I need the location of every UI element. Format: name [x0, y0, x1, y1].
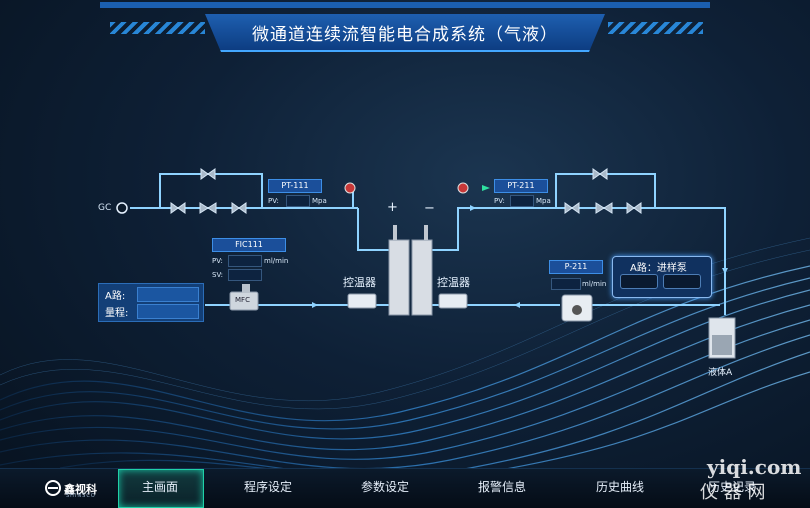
mfc-label: MFC — [235, 296, 250, 304]
pt211-tag: PT-211 — [494, 179, 548, 193]
plus-sign: + — [387, 200, 398, 215]
nav-program-settings[interactable]: 程序设定 — [243, 480, 292, 494]
header-stripes-left — [110, 22, 205, 34]
p211-value — [551, 278, 581, 290]
pt211-unit: Mpa — [536, 197, 551, 205]
p211-tag: P-211 — [549, 260, 603, 274]
pt111-tag: PT-111 — [268, 179, 322, 193]
title-bar — [205, 14, 605, 52]
nav-alarm-info[interactable]: 报警信息 — [477, 480, 526, 494]
watermark-text: 仪 器 网 — [700, 482, 766, 503]
fic111-sv-label: SV: — [212, 271, 224, 279]
pump-panel-title: A路：进样泵 — [630, 263, 687, 274]
pump-slot-1[interactable] — [620, 274, 658, 289]
logo-icon — [45, 480, 61, 496]
liquid-a-label: 液体A — [708, 368, 733, 378]
page-title: 微通道连续流智能电合成系统（气液） — [252, 25, 558, 45]
pt111-unit: Mpa — [312, 197, 327, 205]
fic111-unit: ml/min — [264, 257, 289, 265]
p211-unit: ml/min — [582, 280, 607, 288]
fic111-sv-value[interactable] — [228, 269, 262, 281]
nav-main-screen[interactable]: 主画面 — [141, 480, 178, 494]
route-a-panel: A路: 量程: — [98, 283, 204, 322]
pt111-pv-value — [286, 195, 310, 207]
nav-history-curves[interactable]: 历史曲线 — [595, 480, 644, 494]
route-a-field[interactable] — [137, 287, 199, 302]
pump-slot-2[interactable] — [663, 274, 701, 289]
route-a-label: A路: — [105, 291, 126, 302]
header-top-line — [100, 2, 710, 8]
logo-text: 鑫视科 — [64, 483, 97, 496]
range-label: 量程: — [105, 308, 129, 319]
fic111-pv-value[interactable] — [228, 255, 262, 267]
nav-active-indicator — [118, 469, 204, 508]
fic111-tag: FIC111 — [212, 238, 286, 252]
fic111-pv-label: PV: — [212, 257, 223, 265]
nav-history-records[interactable]: 历史记录 — [707, 480, 756, 494]
watermark-url: yiqi.com — [707, 455, 802, 479]
minus-sign: − — [424, 201, 435, 216]
pt111-pv-label: PV: — [268, 197, 279, 205]
pt211-pv-value — [510, 195, 534, 207]
pt211-pv-label: PV: — [494, 197, 505, 205]
logo-subtext: SHINSCO — [66, 493, 96, 499]
temp-controller-left-label: 控温器 — [343, 276, 376, 289]
temp-controller-right-label: 控温器 — [437, 276, 470, 289]
gc-label: GC — [98, 203, 112, 213]
range-field[interactable] — [137, 304, 199, 319]
header-stripes-right — [608, 22, 703, 34]
nav-parameter-settings[interactable]: 参数设定 — [360, 480, 409, 494]
